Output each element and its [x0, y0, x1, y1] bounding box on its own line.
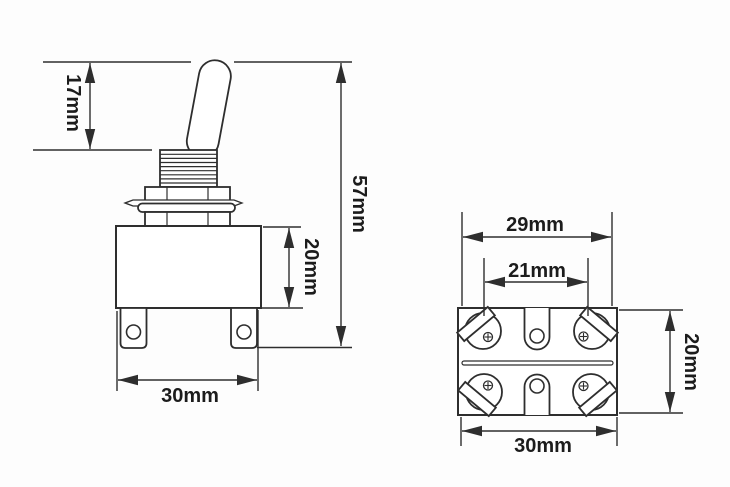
dimension-top-width: 29mm — [463, 214, 611, 243]
screw-terminal-bottom-right — [572, 373, 619, 418]
screw-terminal-top-left — [455, 305, 502, 350]
dim-label-terminal-spacing: 21mm — [508, 260, 566, 282]
hex-nut-upper — [144, 186, 231, 204]
switch-body — [115, 225, 262, 309]
dimension-terminal-spacing: 21mm — [485, 260, 587, 288]
dimension-body-height: 20mm — [283, 228, 322, 307]
dimension-lever-height: 17mm — [62, 63, 96, 149]
screw-head-icon — [482, 380, 494, 391]
tab-terminal-top — [523, 308, 551, 351]
dim-label-lever-height: 17mm — [62, 74, 84, 132]
round-washer — [137, 202, 236, 213]
screw-head-icon — [578, 331, 589, 342]
tab-terminal-bottom — [523, 373, 551, 415]
terminal-left — [119, 307, 148, 349]
screw-head-icon — [578, 380, 589, 392]
dim-label-bottom-view-height: 20mm — [680, 333, 702, 391]
side-view-dimensions: 17mm 57mm 20mm 30mm — [33, 61, 370, 407]
dim-label-top-width: 29mm — [506, 214, 564, 236]
dimension-bottom-view-width: 30mm — [462, 425, 616, 457]
dimension-total-height: 57mm — [335, 63, 370, 346]
terminal-hole — [529, 328, 545, 344]
bottom-view — [455, 305, 620, 418]
center-slot — [461, 360, 614, 366]
screw-terminal-top-right — [573, 305, 620, 350]
dim-label-body-width: 30mm — [161, 385, 219, 407]
screw-terminal-bottom-left — [456, 373, 503, 418]
dimension-bottom-view-height: 20mm — [664, 311, 702, 412]
dim-label-bottom-view-width: 30mm — [514, 435, 572, 457]
dim-label-total-height: 57mm — [348, 175, 370, 233]
terminal-hole — [236, 324, 252, 340]
side-view — [115, 59, 262, 349]
dimension-body-width: 30mm — [118, 374, 257, 407]
dim-label-body-height: 20mm — [300, 238, 322, 296]
terminal-hole — [125, 324, 142, 340]
terminal-hole — [529, 378, 545, 394]
screw-head-icon — [482, 331, 494, 343]
threaded-bushing — [159, 149, 218, 188]
terminal-right — [230, 307, 258, 349]
bottom-view-dimensions: 29mm 21mm 20mm 30mm — [460, 212, 702, 457]
toggle-lever — [185, 59, 232, 159]
